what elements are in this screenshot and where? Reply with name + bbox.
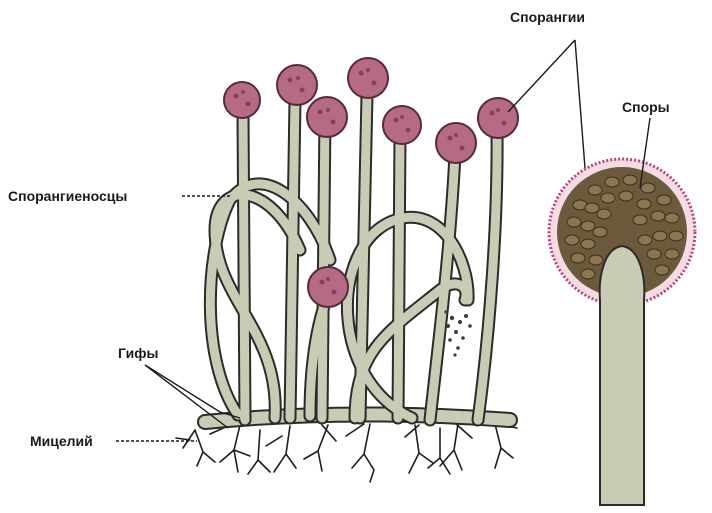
released-spores: [444, 310, 472, 357]
leader-lines: [116, 39, 651, 442]
sporangia-texture: [233, 68, 507, 295]
label-mycelium: Мицелий: [30, 433, 93, 449]
label-hyphae: Гифы: [118, 345, 159, 361]
sporangiophores: [203, 88, 504, 427]
sporangia-heads: [223, 57, 519, 308]
sporangium-detail: [547, 157, 697, 506]
label-sporangiophores: Спорангиеносцы: [8, 188, 128, 204]
label-sporangia: Спорангии: [510, 9, 585, 25]
mycelium-rhizoids: [175, 423, 518, 483]
label-spores: Споры: [622, 99, 670, 115]
